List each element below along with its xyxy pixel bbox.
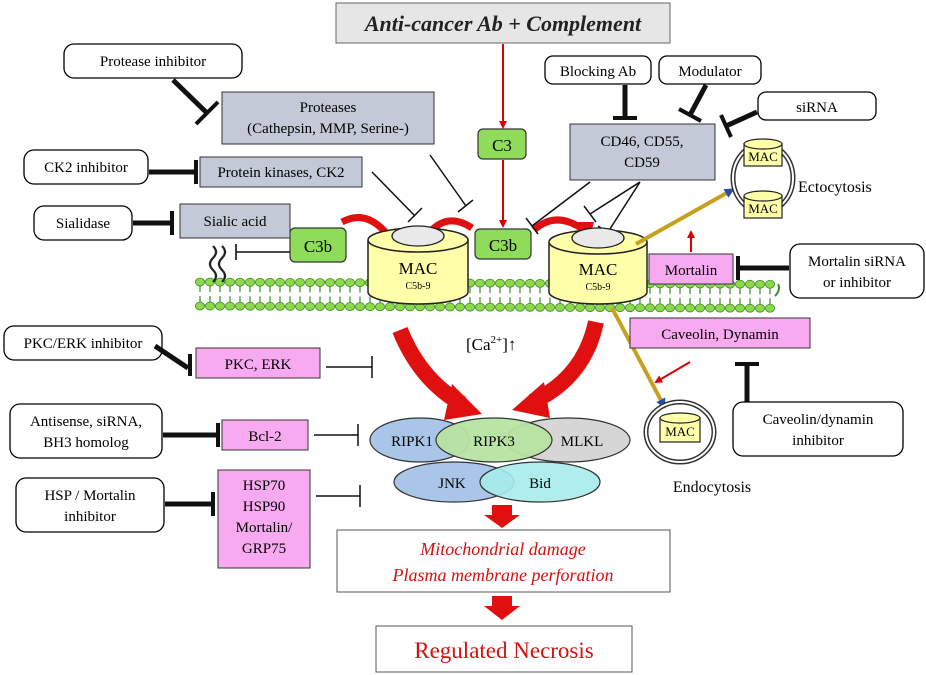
proteases-label: Proteases bbox=[300, 100, 357, 116]
grp75-label: GRP75 bbox=[242, 541, 286, 557]
mitochondrial-damage-label: Mitochondrial damage bbox=[419, 539, 585, 559]
ectocytosis-vesicle: MAC MAC bbox=[730, 138, 796, 219]
mac-right-complex: MAC C5b-9 bbox=[548, 227, 648, 305]
ecto-mac-bottom-label: MAC bbox=[748, 201, 778, 216]
hsp-inhibitor-label: HSP / Mortalin bbox=[44, 488, 136, 504]
svg-text:[Ca2+]↑: [Ca2+]↑ bbox=[466, 334, 516, 354]
mortalin-box: Mortalin bbox=[648, 253, 734, 285]
modulator-label: Modulator bbox=[678, 64, 741, 80]
mortalin-sirna-sublabel: or inhibitor bbox=[823, 275, 891, 291]
ck2-inhibitor-label: CK2 inhibitor bbox=[44, 160, 128, 176]
protein-kinases-box: Protein kinases, CK2 bbox=[199, 156, 363, 188]
hsp-group-box: HSP70 HSP90 Mortalin/ GRP75 bbox=[217, 469, 311, 569]
proteases-box: Proteases (Cathepsin, MMP, Serine-) bbox=[221, 91, 435, 145]
caveolin-inhibitor-label: Caveolin/dynamin bbox=[763, 412, 874, 428]
mlkl-label: MLKL bbox=[561, 434, 604, 450]
c3-label: C3 bbox=[492, 136, 512, 155]
ecto-mac-top: MAC bbox=[743, 138, 783, 167]
caveolin-dynamin-box: Caveolin, Dynamin bbox=[629, 317, 811, 349]
cd-regulators-label: CD46, CD55, bbox=[601, 134, 684, 150]
ck2-inhibitor-box: CK2 inhibitor bbox=[23, 149, 149, 185]
endocytosis-vesicle: MAC bbox=[643, 399, 717, 465]
pkc-erk-label: PKC, ERK bbox=[225, 357, 292, 373]
mortalin-label: Mortalin bbox=[665, 263, 718, 279]
title: Anti-cancer Ab + Complement bbox=[363, 11, 642, 36]
c3b-center-label: C3b bbox=[489, 236, 517, 255]
regulated-necrosis-box: Regulated Necrosis bbox=[375, 625, 633, 673]
hsp90-label: HSP90 bbox=[243, 499, 286, 515]
bcl2-label: Bcl-2 bbox=[248, 429, 281, 445]
c3b-left-label: C3b bbox=[304, 237, 332, 256]
sialidase-label: Sialidase bbox=[56, 216, 110, 232]
title-box: Anti-cancer Ab + Complement bbox=[335, 2, 671, 44]
pkc-erk-inhibitor-label: PKC/ERK inhibitor bbox=[24, 336, 143, 352]
hsp-inhibitor-sublabel: inhibitor bbox=[64, 509, 116, 525]
mitochondrial-damage-box: Mitochondrial damage Plasma membrane per… bbox=[336, 529, 671, 593]
bcl2-box: Bcl-2 bbox=[221, 419, 309, 451]
calcium-influx-label: [Ca2+]↑ bbox=[466, 334, 516, 354]
hsp70-label: HSP70 bbox=[243, 478, 286, 494]
arrow-to-ectocytosis bbox=[635, 188, 735, 246]
down-arrow-1 bbox=[484, 505, 520, 528]
down-arrow-2 bbox=[484, 596, 520, 620]
inhibit-line-protease bbox=[171, 78, 210, 116]
hsp-inhibitor-box: HSP / Mortalin inhibitor bbox=[15, 477, 165, 533]
cd-regulators-box: CD46, CD55, CD59 bbox=[569, 123, 716, 181]
mortalin-sirna-label: Mortalin siRNA bbox=[808, 254, 906, 270]
blocking-ab-label: Blocking Ab bbox=[560, 64, 636, 80]
ecto-mac-top-label: MAC bbox=[748, 149, 778, 164]
ecto-mac-bottom: MAC bbox=[743, 190, 783, 219]
plasma-membrane bbox=[194, 277, 780, 313]
mortalin-sirna-box: Mortalin siRNA or inhibitor bbox=[789, 243, 925, 299]
cd-regulators-sublabel: CD59 bbox=[624, 155, 660, 171]
sirna-label: siRNA bbox=[796, 100, 838, 116]
sialic-acid-box: Sialic acid bbox=[179, 203, 291, 239]
proteases-sublabel: (Cathepsin, MMP, Serine-) bbox=[247, 121, 409, 137]
sirna-box: siRNA bbox=[757, 91, 877, 121]
caveolin-dynamin-label: Caveolin, Dynamin bbox=[661, 327, 779, 343]
antisense-label: Antisense, siRNA, bbox=[30, 414, 142, 430]
ectocytosis-label: Ectocytosis bbox=[798, 179, 872, 196]
modulator-box: Modulator bbox=[658, 55, 762, 85]
protein-kinases-label: Protein kinases, CK2 bbox=[217, 165, 344, 181]
c3b-center-box: C3b bbox=[474, 228, 532, 260]
bid-label: Bid bbox=[529, 476, 551, 492]
membrane-perforation-label: Plasma membrane perforation bbox=[392, 565, 614, 585]
mortalin-grp-label: Mortalin/ bbox=[236, 520, 293, 536]
sialic-acid-label: Sialic acid bbox=[204, 214, 267, 230]
antisense-box: Antisense, siRNA, BH3 homolog bbox=[9, 403, 163, 459]
regulated-necrosis-label: Regulated Necrosis bbox=[414, 638, 594, 663]
caveolin-dynamin-inhibitor-box: Caveolin/dynamin inhibitor bbox=[732, 401, 904, 457]
ripk1-label: RIPK1 bbox=[391, 434, 433, 450]
sialic-acid-chains-icon bbox=[208, 245, 227, 283]
necroptosis-complex: RIPK1 RIPK3 MLKL JNK Bid bbox=[369, 417, 631, 503]
c3b-left-box: C3b bbox=[289, 227, 347, 263]
blocking-ab-box: Blocking Ab bbox=[544, 55, 652, 85]
antisense-sublabel: BH3 homolog bbox=[43, 435, 129, 451]
mac-left-label: MAC bbox=[399, 259, 438, 278]
endocytosis-label: Endocytosis bbox=[673, 479, 751, 496]
jnk-label: JNK bbox=[438, 476, 466, 492]
arrow-to-endocytosis bbox=[610, 307, 666, 409]
mac-left-sublabel: C5b-9 bbox=[406, 281, 431, 292]
curved-arrow-c3b-to-mac-right bbox=[531, 216, 587, 233]
mac-left-complex: MAC C5b-9 bbox=[367, 225, 469, 305]
endo-mac-label: MAC bbox=[665, 424, 695, 439]
pkc-erk-inhibitor-box: PKC/ERK inhibitor bbox=[3, 325, 163, 361]
caveolin-inhibitor-sublabel: inhibitor bbox=[792, 433, 844, 449]
protease-inhibitor-label: Protease inhibitor bbox=[100, 54, 206, 70]
protease-inhibitor-box: Protease inhibitor bbox=[63, 43, 243, 79]
sialidase-box: Sialidase bbox=[33, 205, 133, 241]
mac-right-sublabel: C5b-9 bbox=[586, 282, 611, 293]
c3-box: C3 bbox=[477, 128, 527, 160]
ripk3-label: RIPK3 bbox=[473, 434, 515, 450]
mac-right-label: MAC bbox=[579, 260, 618, 279]
pkc-erk-box: PKC, ERK bbox=[195, 347, 321, 379]
